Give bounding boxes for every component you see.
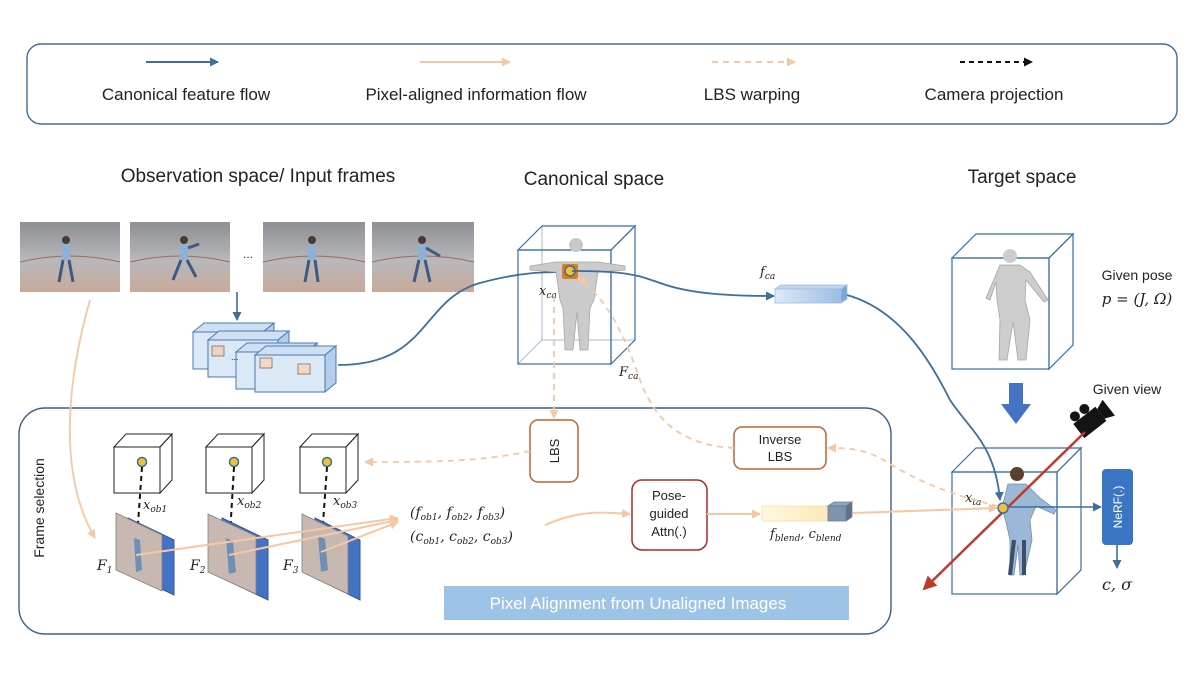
obs-point-2 xyxy=(228,456,240,468)
F-ca-label: Fca xyxy=(618,365,638,382)
canonical-body xyxy=(529,238,626,351)
pixel-flow-1 xyxy=(135,514,399,556)
obs-cube-2 xyxy=(204,432,266,495)
x-ob3-label: xob3 xyxy=(333,494,358,511)
blend-label: fblend, cblend xyxy=(769,527,842,544)
x-ta-label: xta xyxy=(965,491,981,508)
frame-selection-panel xyxy=(18,407,892,635)
target-render-person xyxy=(1001,467,1057,576)
frame-selection-label: Frame selection xyxy=(31,458,47,558)
stack-ellipsis: ... xyxy=(231,352,239,362)
pose-down-arrow xyxy=(1001,383,1031,424)
obs-point-1 xyxy=(136,456,148,468)
input-frames: ... xyxy=(19,222,475,292)
obs-cube-1 xyxy=(112,432,174,495)
frames-ellipsis: ... xyxy=(243,247,253,261)
canonical-to-fca-flow xyxy=(571,270,775,301)
legend-camera-label: Camera projection xyxy=(925,85,1064,104)
f-ob-tuple: (fob1, fob2, fob3) xyxy=(410,505,505,523)
nerf-label: NeRF(.) xyxy=(1111,486,1125,529)
attn-line3: Attn(.) xyxy=(651,524,686,539)
legend-lbs-label: LBS warping xyxy=(704,85,800,104)
target-render-cube xyxy=(950,446,1083,596)
input-frame-1 xyxy=(19,222,121,292)
given-pose-formula: p = (J, Ω) xyxy=(1102,290,1173,308)
F2-label: F2 xyxy=(189,558,206,576)
stack-to-canonical-flow xyxy=(337,271,568,366)
legend-box xyxy=(26,43,1178,125)
observation-space-header: Observation space/ Input frames xyxy=(121,166,396,187)
x-ob1-label: xob1 xyxy=(143,498,167,515)
c-ob-tuple: (cob1, cob2, cob3) xyxy=(410,529,513,547)
input-frame-3 xyxy=(262,222,366,292)
target-point xyxy=(997,502,1009,514)
nerf-output-label: c, σ xyxy=(1102,575,1133,594)
feature-plane-2 xyxy=(207,513,269,601)
inverse-lbs-line2: LBS xyxy=(768,449,793,464)
feature-volume-stack: ... xyxy=(191,321,338,394)
blend-feature xyxy=(761,501,854,522)
target-pose-cube xyxy=(950,232,1075,371)
input-frame-2 xyxy=(129,222,231,292)
feature-plane-3 xyxy=(301,513,361,601)
pixel-flow-2 xyxy=(228,517,399,556)
F1-label: F1 xyxy=(96,558,112,576)
lbs-to-obs-warp xyxy=(364,450,531,467)
camera-icon xyxy=(1069,399,1115,439)
f-ca-feature xyxy=(773,284,849,304)
canonical-cube xyxy=(516,224,637,366)
F3-label: F3 xyxy=(282,558,299,576)
target-to-inverse-lbs-warp xyxy=(827,443,999,507)
inverse-lbs-line1: Inverse xyxy=(759,432,802,447)
target-space-header: Target space xyxy=(968,167,1077,188)
pixel-alignment-banner-label: Pixel Alignment from Unaligned Images xyxy=(490,594,787,613)
fca-to-target-flow xyxy=(846,294,1004,501)
inverse-lbs-to-canonical-warp xyxy=(577,277,735,449)
pixel-flow-3 xyxy=(320,520,399,553)
attn-line1: Pose- xyxy=(652,488,686,503)
legend-canonical-label: Canonical feature flow xyxy=(102,85,271,104)
given-pose-label: Given pose xyxy=(1102,267,1173,283)
f-ca-label: fca xyxy=(759,265,775,282)
obs-cube-3 xyxy=(298,432,360,495)
attn-line2: guided xyxy=(649,506,688,521)
nerf-box xyxy=(1102,469,1133,545)
given-view-label: Given view xyxy=(1093,381,1162,397)
lbs-label: LBS xyxy=(547,438,562,463)
blend-to-target-flow xyxy=(852,503,998,514)
x-ob2-label: xob2 xyxy=(237,494,262,511)
legend: Canonical feature flow Pixel-aligned inf… xyxy=(26,43,1178,125)
frames-to-selection-flow xyxy=(68,299,96,539)
pixel-alignment-banner xyxy=(444,586,849,620)
feature-plane-1 xyxy=(115,512,175,596)
target-pose-body xyxy=(985,249,1049,361)
obs-point-3 xyxy=(321,456,333,468)
tuple-to-attn-flow xyxy=(544,508,631,526)
legend-pixel-label: Pixel-aligned information flow xyxy=(365,85,587,104)
canonical-space-header: Canonical space xyxy=(524,169,664,190)
input-frame-4 xyxy=(371,222,475,292)
x-ca-label: xca xyxy=(539,284,557,301)
